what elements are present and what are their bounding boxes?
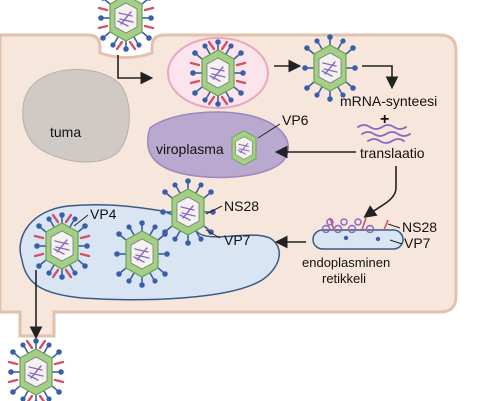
vp7-left-label: VP7 (224, 232, 251, 248)
arrow-entry-to-endosome (117, 55, 154, 85)
endoplasmic-reticulum (312, 217, 404, 250)
nucleus (22, 68, 130, 163)
arrow-to-mrna (362, 65, 399, 90)
released-virus (7, 338, 65, 401)
vp7-left-leader (205, 229, 221, 239)
mrna-synthesis-label: mRNA-synteesi (340, 93, 437, 109)
vp7-right-leader (389, 239, 403, 245)
endosome-vesicle (167, 37, 269, 109)
er-label-line1: endoplasminen (302, 255, 390, 270)
process-arrows (29, 55, 399, 340)
vp6-label: VP6 (282, 112, 309, 128)
vp4-leader (73, 214, 89, 227)
ns28-left-leader (205, 205, 223, 215)
arrow-translation-to-er (363, 166, 397, 218)
ns28-right-leader (387, 223, 401, 229)
ns28-right-label: NS28 (402, 219, 437, 235)
vp6-leader (257, 123, 281, 139)
mrna-strands (357, 124, 411, 144)
virus-entering (97, 0, 155, 52)
viroplasm (147, 111, 290, 179)
viroplasm-label: viroplasma (156, 141, 224, 157)
translation-label: translaatio (360, 145, 425, 161)
nucleus-label: tuma (50, 124, 81, 140)
vp7-right-label: VP7 (404, 235, 431, 251)
plus-sign: + (380, 111, 389, 128)
er-label-line2: retikkeli (322, 271, 366, 286)
vp4-label: VP4 (90, 206, 117, 222)
ns28-left-label: NS28 (224, 198, 259, 214)
